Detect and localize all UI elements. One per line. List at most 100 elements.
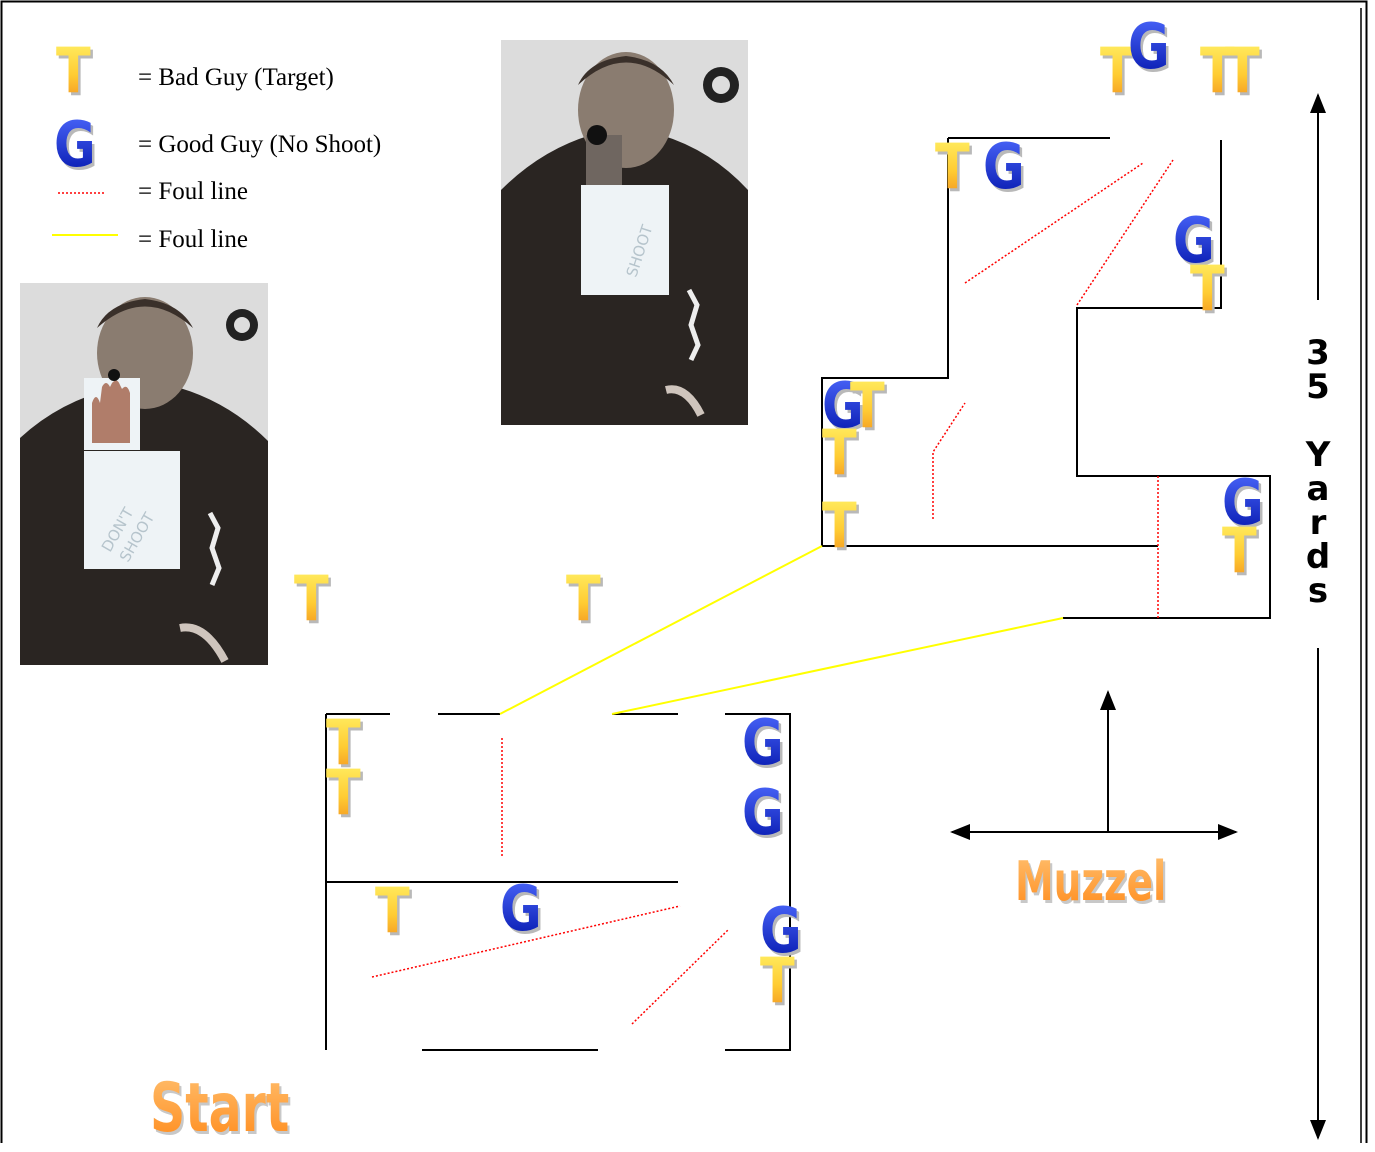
svg-text:Start: Start — [150, 1068, 289, 1147]
svg-text:T: T — [1222, 515, 1257, 587]
svg-text:T: T — [822, 417, 857, 489]
walls — [325, 137, 1271, 1051]
no-shoot-target-photo: DON'T SHOOT — [20, 283, 268, 665]
no-shoot-marker-icon: GG — [822, 370, 866, 445]
target-marker-icon: TT — [566, 563, 603, 638]
target-marker-icon: TT — [326, 707, 363, 782]
svg-text:G: G — [502, 876, 544, 948]
svg-text:T: T — [326, 707, 361, 779]
svg-text:G: G — [824, 373, 866, 445]
target-marker-icon: TT — [822, 417, 859, 492]
red-foul-line — [631, 929, 729, 1025]
svg-text:G: G — [56, 112, 98, 184]
svg-text:G: G — [822, 370, 864, 442]
svg-text:G: G — [1130, 14, 1172, 86]
no-shoot-marker-icon: GG — [1222, 467, 1266, 542]
svg-text:G: G — [762, 898, 804, 970]
no-shoot-marker-icon: GG — [983, 131, 1027, 206]
distance-char: r — [1309, 503, 1327, 543]
legend-target-icon: TT — [56, 35, 93, 110]
svg-text:T: T — [937, 134, 972, 206]
no-shoot-marker-icon: GG — [760, 895, 804, 970]
target-marker-icon: TT — [1200, 35, 1237, 110]
svg-text:G: G — [1175, 208, 1217, 280]
distance-char: Y — [1305, 435, 1331, 475]
target-marker-icon: TT — [935, 131, 972, 206]
distance-char: a — [1306, 469, 1330, 509]
svg-text:T: T — [58, 38, 93, 110]
svg-text:T: T — [377, 878, 412, 950]
target-marker-icon: TT — [294, 563, 331, 638]
distance-char: 5 — [1306, 367, 1330, 407]
legend-good-label: = Good Guy (No Shoot) — [138, 131, 382, 158]
svg-text:T: T — [568, 566, 603, 638]
svg-text:T: T — [824, 420, 859, 492]
target-marker-icon: TT — [326, 757, 363, 832]
target-marker-icon: TT — [1190, 253, 1227, 328]
svg-text:T: T — [1100, 35, 1135, 107]
start-label: Start Start — [150, 1068, 366, 1152]
no-shoot-marker-icon: GG — [500, 873, 544, 948]
distance-char: d — [1305, 537, 1331, 577]
svg-text:T: T — [1190, 253, 1225, 325]
red-foul-lines — [371, 159, 1174, 1025]
legend-foul-red-label: = Foul line — [138, 178, 248, 205]
svg-text:G: G — [1224, 470, 1266, 542]
target-marker-icon: TT — [1222, 515, 1259, 590]
target-marker-icon: TT — [1100, 35, 1137, 110]
svg-text:G: G — [1222, 467, 1264, 539]
no-shoot-marker-icon: GG — [742, 777, 786, 852]
shoot-target-photo: SHOOT — [501, 40, 748, 425]
svg-text:T: T — [294, 563, 329, 635]
svg-text:T: T — [822, 490, 857, 562]
svg-text:T: T — [852, 373, 887, 445]
svg-text:T: T — [1202, 38, 1237, 110]
svg-text:T: T — [326, 757, 361, 829]
wall — [1063, 140, 1271, 619]
svg-text:T: T — [1225, 35, 1260, 107]
svg-text:Muzzel: Muzzel — [1015, 851, 1166, 914]
yellow-foul-line — [499, 545, 823, 715]
svg-text:G: G — [1173, 205, 1215, 277]
svg-text:T: T — [375, 875, 410, 947]
svg-text:T: T — [1227, 38, 1262, 110]
svg-text:G: G — [985, 134, 1027, 206]
svg-text:T: T — [1192, 256, 1227, 328]
svg-text:Start: Start — [152, 1071, 291, 1150]
muzzle-label: Muzzel Muzzel — [1015, 850, 1231, 928]
svg-text:G: G — [744, 780, 786, 852]
svg-text:T: T — [566, 563, 601, 635]
distance-char: 3 — [1306, 333, 1330, 373]
svg-text:G: G — [744, 710, 786, 782]
svg-text:T: T — [850, 370, 885, 442]
wall — [821, 138, 1158, 547]
no-shoot-marker-icon: GG — [742, 707, 786, 782]
svg-text:T: T — [824, 493, 859, 565]
svg-text:T: T — [760, 945, 795, 1017]
shoot-patch — [581, 185, 669, 295]
red-foul-line — [371, 905, 681, 978]
svg-text:T: T — [1200, 35, 1235, 107]
target-marker-icon: TT — [1225, 35, 1262, 110]
no-shoot-marker-icon: GG — [1128, 11, 1172, 86]
svg-text:T: T — [1224, 518, 1259, 590]
legend-good-icon: GG — [54, 109, 98, 184]
yellow-foul-line — [611, 617, 1064, 715]
legend-target-label: = Bad Guy (Target) — [138, 64, 334, 91]
target-marker-icon: TT — [850, 370, 887, 445]
svg-text:G: G — [983, 131, 1025, 203]
svg-text:G: G — [1128, 11, 1170, 83]
svg-text:G: G — [742, 707, 784, 779]
red-foul-line — [1076, 159, 1174, 306]
svg-text:T: T — [762, 948, 797, 1020]
svg-text:G: G — [760, 895, 802, 967]
svg-text:G: G — [742, 777, 784, 849]
svg-text:G: G — [500, 873, 542, 945]
svg-text:T: T — [935, 131, 970, 203]
yellow-foul-lines — [499, 545, 1064, 715]
svg-text:T: T — [296, 566, 331, 638]
svg-text:G: G — [54, 109, 96, 181]
